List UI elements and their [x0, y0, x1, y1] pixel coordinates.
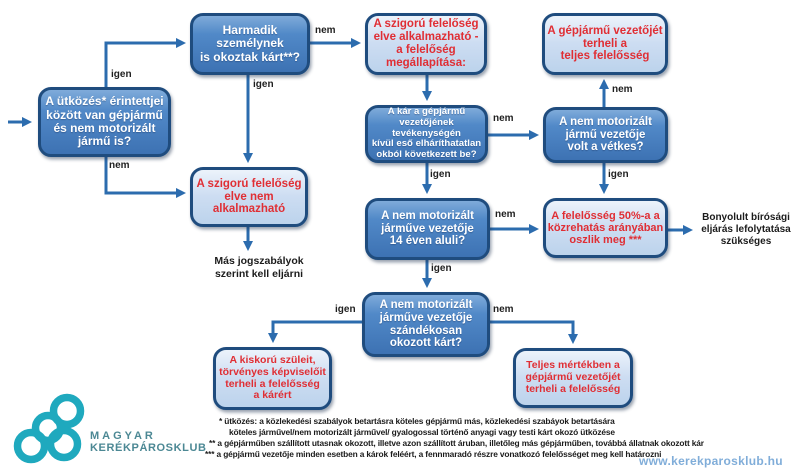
note-other-laws: Más jogszabályok szerint kell eljárni — [214, 255, 304, 280]
edge-label-unavoidable-to-atfault: nem — [493, 113, 514, 124]
four-rings-icon — [13, 393, 85, 464]
node-text: Harmadik személynek is okoztak kárt**? — [199, 22, 301, 64]
edge-label-thirdparty-to-applicable: nem — [315, 25, 336, 36]
edge-label-thirdparty-to-notapplicable: igen — [253, 79, 274, 90]
node-text: A kár a gépjármű vezetőjének tevékenység… — [371, 106, 482, 161]
node-text: A nem motorizált jármű vezetője volt a v… — [559, 115, 652, 154]
edge-label-atfault-to-split: igen — [608, 169, 629, 180]
node-strict-liability-not-applicable: A szigorú felelőség elve nem alkalmazhat… — [190, 167, 308, 227]
edge-label-intentional-to-driver: nem — [493, 304, 514, 315]
node-driver-under-14: A nem motorizált járműve vezetője 14 éve… — [365, 198, 490, 260]
footnotes: * ütközés: a közlekedési szabályok betar… — [205, 416, 800, 460]
node-strict-liability-applicable: A szigorú felelőség elve alkalmazható - … — [365, 13, 487, 75]
edge-label-under14-to-split: nem — [495, 209, 516, 220]
node-text: A gépjármű vezetőjét terheli a teljes fe… — [547, 24, 663, 63]
node-non-motorized-driver-at-fault: A nem motorizált jármű vezetője volt a v… — [543, 107, 668, 163]
logo-line-kerekparosklub: KERÉKPÁROSKLUB — [90, 442, 207, 454]
note-court-procedure: Bonyolult bírósági eljárás lefolytatása … — [701, 212, 791, 248]
edge-label-atfault-to-fullliability: nem — [612, 84, 633, 95]
edge-label-collision-to-notapplicable: nem — [109, 160, 130, 171]
node-text: A szigorú felelőség elve alkalmazható - … — [373, 18, 479, 69]
node-text: A ütközés* érintettjei között van gépjár… — [45, 94, 164, 149]
node-intentional-damage: A nem motorizált járműve vezetője szándé… — [362, 292, 490, 357]
logo-wordmark: MAGYAR KERÉKPÁROSKLUB — [90, 430, 207, 454]
node-text: A szigorú felelőség elve nem alkalmazhat… — [196, 177, 302, 216]
footnote-collision-definition-cont: köteles járművel/nem motorizált járművel… — [229, 426, 615, 437]
node-minor-parents-liable: A kiskorú szüleit, törvényes képviselőit… — [213, 347, 332, 410]
edge-label-under14-to-intentional: igen — [431, 263, 452, 274]
node-text: Teljes mértékben a gépjármű vezetőjét te… — [525, 359, 621, 395]
node-text: A felelősség 50%-a a közrehatás arányába… — [547, 209, 664, 247]
footnote-driver-half-liability: *** a gépjármű vezetője minden esetben a… — [205, 448, 662, 459]
node-text: A kiskorú szüleit, törvényes képviselőit… — [219, 354, 326, 402]
watermark-url: www.kerekparosklub.hu — [639, 454, 783, 468]
node-driver-full-liability: A gépjármű vezetőjét terheli a teljes fe… — [542, 13, 668, 75]
edge-label-collision-to-thirdparty: igen — [111, 69, 132, 80]
node-liability-50-percent-split: A felelősség 50%-a a közrehatás arányába… — [543, 198, 668, 258]
node-damage-unavoidable-cause: A kár a gépjármű vezetőjének tevékenység… — [365, 105, 488, 163]
logo-line-magyar: MAGYAR — [90, 430, 156, 442]
footnote-passenger-damage: ** a gépjárműben szállított utasnak okoz… — [209, 437, 704, 448]
node-collision-parties: A ütközés* érintettjei között van gépjár… — [38, 87, 171, 157]
node-driver-fully-liable: Teljes mértékben a gépjármű vezetőjét te… — [513, 348, 633, 408]
edge-label-intentional-to-parents: igen — [335, 304, 356, 315]
node-text: A nem motorizált járműve vezetője 14 éve… — [381, 209, 474, 248]
node-third-party-damage: Harmadik személynek is okoztak kárt**? — [190, 13, 310, 75]
edge-label-unavoidable-to-under14: igen — [430, 169, 451, 180]
footnote-collision-definition: * ütközés: a közlekedési szabályok betar… — [219, 416, 615, 426]
node-text: A nem motorizált járműve vezetője szándé… — [379, 298, 473, 350]
